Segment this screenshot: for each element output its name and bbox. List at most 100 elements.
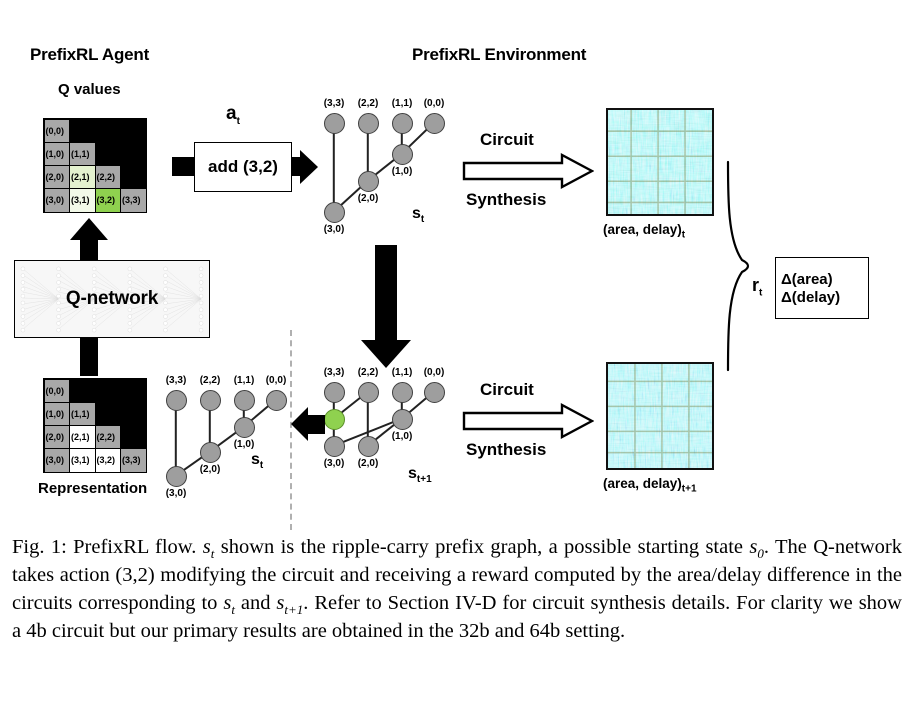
- representation-cell-2-0[interactable]: (2,0): [43, 425, 70, 450]
- q-values-cell-label: (2,2): [96, 172, 116, 183]
- representation-label: Representation: [38, 480, 148, 497]
- area-delay-label-t: (area, delay)t: [603, 222, 686, 241]
- graph-node-1,0[interactable]: [391, 143, 413, 165]
- graph-node-label: (1,0): [391, 165, 413, 177]
- graph-node-label: (0,0): [265, 374, 287, 386]
- caption-fragment: . The Q-network takes action (3,2) modif…: [12, 536, 903, 614]
- representation-cell-0-1: [69, 379, 95, 403]
- caption-fragment: . Refer to Section IV-D for circuit synt…: [12, 591, 902, 642]
- representation-cell-label: (3,3): [122, 455, 141, 466]
- q-network-box[interactable]: Q-network: [14, 260, 210, 338]
- action-box-label: add (3,2): [208, 157, 278, 176]
- representation-grid[interactable]: (0,0) (1,0)(1,1)(2,0)(2,1) (2,2) (3,0) (3,1)…: [43, 378, 147, 473]
- state-t-graph[interactable]: (3,3)(2,2)(1,1)(0,0)(1,0)(2,0)(3,0): [318, 92, 448, 235]
- q-values-cell-0-0[interactable]: (0,0): [43, 118, 70, 143]
- q-values-grid[interactable]: (0,0) (1,0) (1,1)(2,0)(2,1)(2,2) (3,0) (3,1)…: [43, 118, 147, 213]
- representation-cell-label: (2,1): [71, 432, 90, 443]
- graph-node-1,1[interactable]: [233, 389, 255, 411]
- q-values-cell-2-0[interactable]: (2,0): [43, 165, 70, 190]
- state-t-plus-1-graph[interactable]: (3,3)(2,2)(1,1)(0,0)(1,0)(3,0)(2,0): [318, 366, 448, 478]
- representation-cell-0-2: [95, 379, 121, 403]
- graph-node-0,0[interactable]: [265, 389, 287, 411]
- q-values-cell-label: (1,1): [71, 148, 90, 159]
- q-values-cell-3-1[interactable]: (3,1): [69, 188, 96, 213]
- graph-node-1,1[interactable]: [391, 112, 413, 134]
- representation-to-qnetwork-connector: [80, 338, 98, 376]
- graph-node-3,3[interactable]: [165, 389, 187, 411]
- graph-node-0,0[interactable]: [423, 381, 445, 403]
- graph-node-2,0[interactable]: [357, 435, 379, 457]
- representation-cell-3-1[interactable]: (3,1): [69, 448, 96, 473]
- area-delay-label-t-plus-1: (area, delay)t+1: [603, 476, 697, 495]
- graph-node-label: (2,0): [357, 192, 379, 204]
- graph-edge: [175, 399, 177, 476]
- caption-fragment: t+1: [284, 601, 304, 617]
- representation-cell-3-0[interactable]: (3,0): [43, 448, 70, 473]
- graph-node-3,3[interactable]: [323, 112, 345, 134]
- graph-node-3,0[interactable]: [165, 465, 187, 487]
- representation-cell-label: (0,0): [45, 385, 65, 396]
- representation-cell-3-3[interactable]: (3,3): [120, 448, 147, 473]
- caption-fragment: t: [210, 546, 215, 562]
- q-values-cell-2-1[interactable]: (2,1): [69, 165, 96, 190]
- circuit-layout-image-t-plus-1: [606, 362, 714, 470]
- graph-node-2,2[interactable]: [199, 389, 221, 411]
- representation-cell-label: (3,0): [45, 455, 65, 466]
- action-symbol: at: [226, 103, 240, 127]
- graph-node-3,0[interactable]: [323, 435, 345, 457]
- reward-area-line: Δ(area): [781, 270, 833, 288]
- graph-node-1,0[interactable]: [233, 416, 255, 438]
- graph-node-1,0[interactable]: [391, 408, 413, 430]
- graph-node-0,0[interactable]: [423, 112, 445, 134]
- representation-cell-0-0[interactable]: (0,0): [43, 378, 70, 403]
- q-values-cell-3-2[interactable]: (3,2): [94, 188, 121, 213]
- action-box[interactable]: add (3,2): [194, 142, 292, 192]
- graph-node-3,0[interactable]: [323, 201, 345, 223]
- caption-fragment: s: [276, 591, 285, 614]
- representation-cell-2-3: [120, 425, 146, 449]
- graph-node-label: (1,1): [391, 97, 413, 109]
- q-values-cell-label: (1,0): [45, 148, 65, 159]
- q-values-cell-2-2[interactable]: (2,2): [94, 165, 121, 190]
- graph-node-2,0[interactable]: [199, 441, 221, 463]
- representation-cell-2-1[interactable]: (2,1): [69, 425, 96, 450]
- graph-node-label: (3,3): [165, 374, 187, 386]
- graph-node-label: (3,3): [323, 97, 345, 109]
- graph-node-label: (1,0): [391, 430, 413, 442]
- graph-node-1,1[interactable]: [391, 381, 413, 403]
- representation-cell-2-2[interactable]: (2,2): [94, 425, 121, 450]
- q-values-cell-3-3[interactable]: (3,3): [120, 188, 147, 213]
- graph-node-label: (2,2): [357, 366, 379, 378]
- q-values-cell-label: (3,0): [45, 195, 65, 206]
- graph-node-label: (0,0): [423, 97, 445, 109]
- q-values-cell-0-2: [95, 119, 121, 143]
- caption-fragment: Fig. 1: PrefixRL flow.: [12, 536, 203, 558]
- q-values-cell-3-0[interactable]: (3,0): [43, 188, 70, 213]
- q-values-cell-1-2: [95, 142, 121, 166]
- reward-box[interactable]: Δ(area) Δ(delay): [775, 257, 869, 319]
- graph-node-2,2[interactable]: [357, 112, 379, 134]
- graph-node-label: (3,3): [323, 366, 345, 378]
- representation-cell-label: (3,2): [96, 455, 116, 466]
- graph-node-label: (0,0): [423, 366, 445, 378]
- graph-node-3,3[interactable]: [323, 381, 345, 403]
- graph-node-label: (3,0): [323, 223, 345, 235]
- q-values-cell-1-3: [120, 142, 146, 166]
- state-t-graph-agent[interactable]: (3,3)(2,2)(1,1)(0,0)(1,0)(2,0)(3,0): [160, 374, 290, 499]
- graph-node-3,2[interactable]: [323, 408, 345, 430]
- q-values-cell-1-0[interactable]: (1,0): [43, 141, 70, 166]
- representation-cell-1-1[interactable]: (1,1): [69, 401, 96, 426]
- caption-fragment: s: [202, 536, 211, 558]
- graph-node-2,2[interactable]: [357, 381, 379, 403]
- representation-cell-3-2[interactable]: (3,2): [94, 448, 121, 473]
- synthesis-word-bottom: Synthesis: [466, 440, 547, 459]
- q-values-cell-label: (3,3): [122, 195, 141, 206]
- graph-node-2,0[interactable]: [357, 170, 379, 192]
- representation-cell-0-3: [120, 379, 146, 403]
- graph-node-label: (1,0): [233, 438, 255, 450]
- q-values-cell-1-1[interactable]: (1,1): [69, 141, 96, 166]
- caption-fragment: and: [234, 591, 277, 614]
- figure-panel: PrefixRL Agent PrefixRL Environment Q va…: [14, 45, 869, 530]
- environment-section-title: PrefixRL Environment: [412, 45, 587, 64]
- representation-cell-1-0[interactable]: (1,0): [43, 401, 70, 426]
